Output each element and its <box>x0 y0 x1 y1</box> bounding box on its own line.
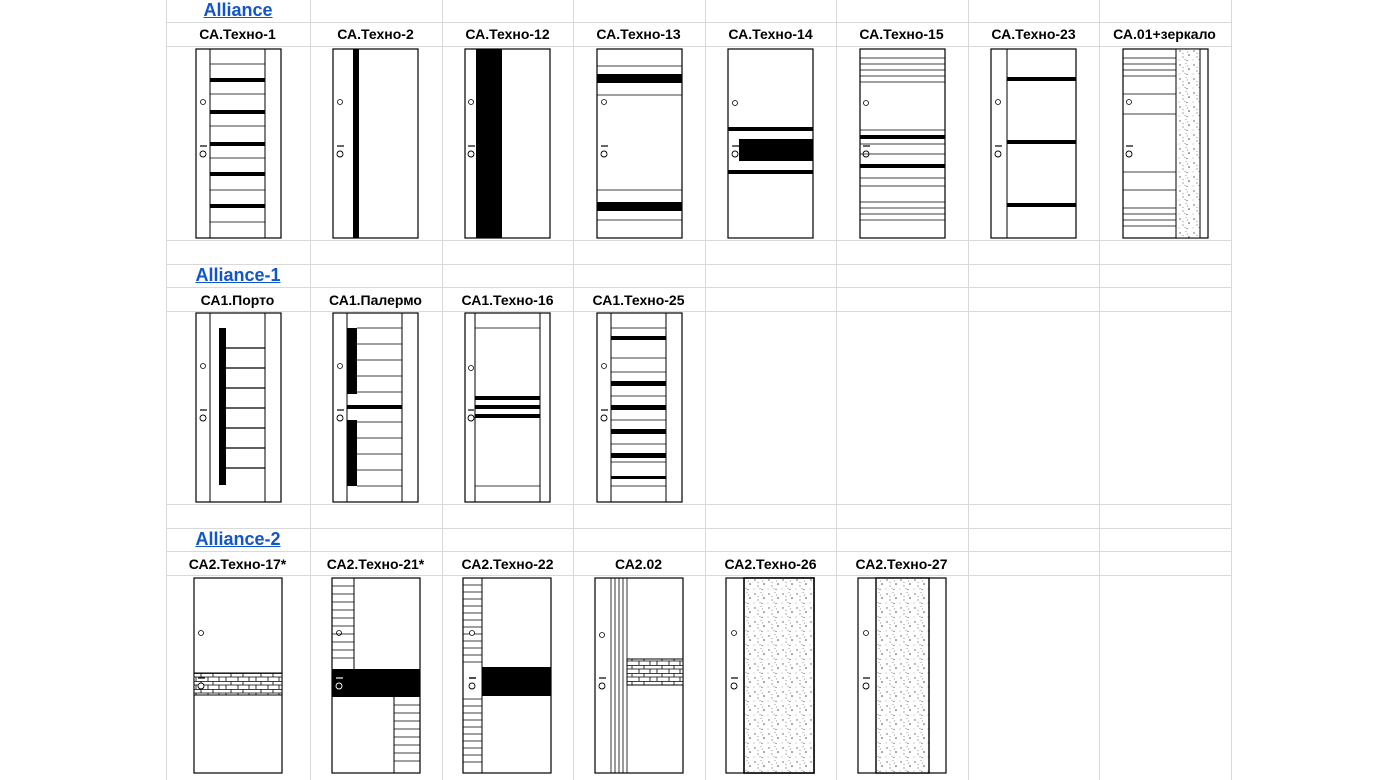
door-image <box>725 577 815 774</box>
section-title-link[interactable]: Alliance <box>203 0 273 20</box>
model-label: СА.01+зеркало <box>1113 26 1216 42</box>
door-image <box>464 312 551 503</box>
grid-row-line <box>166 240 1232 241</box>
door-image <box>195 48 282 239</box>
model-label: СА.Техно-14 <box>728 26 813 42</box>
model-label: СА.Техно-12 <box>465 26 550 42</box>
grid-col-line <box>573 0 574 780</box>
model-label: СА.Техно-2 <box>337 26 414 42</box>
model-label: СА.Техно-13 <box>596 26 681 42</box>
door-image <box>596 312 683 503</box>
door-image <box>332 312 419 503</box>
door-image <box>331 577 421 774</box>
model-label: СА1.Техно-25 <box>592 292 685 308</box>
model-label: СА.Техно-1 <box>199 26 276 42</box>
grid-row-line <box>166 575 1232 576</box>
section-title-link[interactable]: Alliance-2 <box>195 529 281 549</box>
model-label: СА.Техно-15 <box>859 26 944 42</box>
door-image <box>857 577 947 774</box>
model-label: СА1.Палермо <box>329 292 422 308</box>
model-label: СА2.Техно-26 <box>724 556 817 572</box>
grid-row-line <box>166 22 1232 23</box>
grid-col-line <box>1099 0 1100 780</box>
grid-row-line <box>166 287 1232 288</box>
door-image <box>464 48 551 239</box>
door-image <box>462 577 552 774</box>
grid-col-line <box>166 0 167 780</box>
model-label: СА1.Порто <box>200 292 275 308</box>
door-image <box>332 48 419 239</box>
grid-row-line <box>166 264 1232 265</box>
door-image <box>195 312 282 503</box>
grid-row-line <box>166 311 1232 312</box>
grid-row-line <box>166 504 1232 505</box>
model-label: СА.Техно-23 <box>991 26 1076 42</box>
model-label: СА2.Техно-27 <box>855 556 948 572</box>
grid-col-line <box>1231 0 1232 780</box>
grid-col-line <box>836 0 837 780</box>
door-image <box>1122 48 1209 239</box>
grid-row-line <box>166 46 1232 47</box>
door-image <box>193 577 283 774</box>
model-label: СА2.02 <box>614 556 663 572</box>
grid-row-line <box>166 551 1232 552</box>
model-label: СА1.Техно-16 <box>461 292 554 308</box>
grid-row-line <box>166 528 1232 529</box>
door-image <box>594 577 684 774</box>
grid-col-line <box>310 0 311 780</box>
door-image <box>727 48 814 239</box>
model-label: СА2.Техно-17* <box>188 556 287 572</box>
door-image <box>990 48 1077 239</box>
grid-col-line <box>705 0 706 780</box>
grid-col-line <box>442 0 443 780</box>
model-label: СА2.Техно-21* <box>326 556 425 572</box>
door-image <box>859 48 946 239</box>
section-title-link[interactable]: Alliance-1 <box>195 265 281 285</box>
door-image <box>596 48 683 239</box>
grid-col-line <box>968 0 969 780</box>
model-label: СА2.Техно-22 <box>461 556 554 572</box>
